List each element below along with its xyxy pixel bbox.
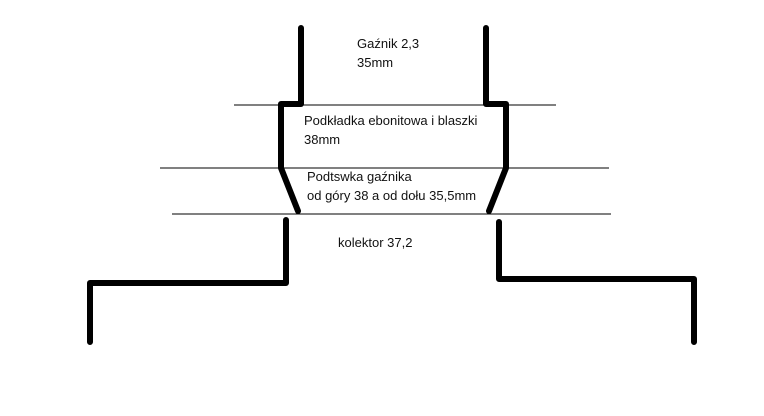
carburetor-base-label-size: od góry 38 a od dołu 35,5mm xyxy=(307,188,477,203)
gasket-label-name: Podkładka ebonitowa i blaszki xyxy=(304,113,478,128)
manifold-label: kolektor 37,2 xyxy=(338,233,412,252)
carburetor-right-wall xyxy=(483,25,509,214)
carburetor-label-name: Gaźnik 2,3 xyxy=(357,36,420,51)
carburetor-base-label-name: Podtswka gaźnika xyxy=(307,169,412,184)
manifold-label-text: kolektor 37,2 xyxy=(338,235,413,250)
carburetor-label: Gaźnik 2,3 35mm xyxy=(357,34,419,72)
gasket-label-size: 38mm xyxy=(304,132,341,147)
gasket-label: Podkładka ebonitowa i blaszki 38mm xyxy=(304,111,477,149)
carburetor-left-wall xyxy=(278,25,304,214)
manifold-left-wall xyxy=(87,217,289,345)
manifold-right-wall xyxy=(496,219,697,345)
profile-outlines xyxy=(87,25,697,345)
carburetor-label-size: 35mm xyxy=(357,55,394,70)
carburetor-base-label: Podtswka gaźnika od góry 38 a od dołu 35… xyxy=(307,167,476,205)
